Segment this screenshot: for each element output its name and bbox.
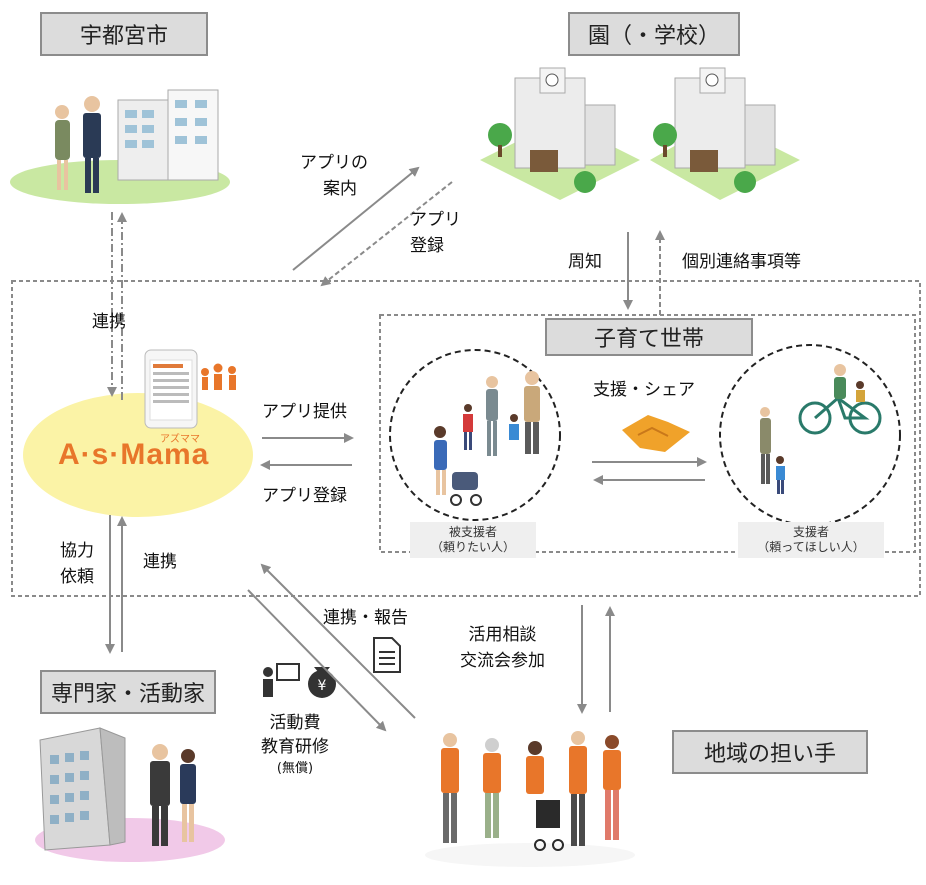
handshake-icon [622,415,690,452]
city-illustration [10,89,230,204]
supported-title: 被支援者 [448,525,497,539]
supporter-circle [719,344,901,526]
label-katsuyo-line1: 活用相談 [468,625,537,645]
household-frame [379,314,916,553]
label-app-reg-line2: 登録 [410,236,444,257]
asmama-logo-text: A·s·Mama [58,438,210,471]
experts-box: 専門家・活動家 [40,670,216,714]
label-renkei-report: 連携・報告 [323,608,408,628]
label-renkei-city: 連携 [92,312,126,332]
label-kyoryoku: 協力 依頼 [60,538,94,591]
asmama-logo-kana: アズママ [160,434,200,445]
svg-text:¥: ¥ [318,678,327,694]
school-illustration-1 [480,67,640,200]
expert-illustration [35,727,225,862]
label-app-intro-line1: アプリの [300,153,368,173]
label-notice: 周知 [568,252,602,272]
city-box: 宇都宮市 [40,12,208,56]
label-kyoryoku-line1: 協力 [60,541,94,561]
household-box: 子育て世帯 [545,318,753,356]
label-katsuyo: 活用相談 交流会参加 [460,622,545,675]
school-illustration-2 [650,67,800,200]
community-people [425,731,635,867]
label-app-intro-line2: 案内 [323,179,357,200]
supported-subtitle: （頼りたい人） [430,540,515,554]
label-katsuyo-line2: 交流会参加 [460,651,545,672]
supporter-people [760,364,882,494]
arrow-funding [247,589,387,732]
supported-caption: 被支援者 （頼りたい人） [410,522,536,558]
money-bag-icon: ¥ [308,667,336,698]
presenter-icon [263,663,300,697]
label-app-provide: アプリ提供 [262,402,347,422]
label-renkei-expert: 連携 [143,552,177,572]
label-funding-line2: 教育研修 [261,736,329,757]
label-funding-line1: 活動費 [269,713,321,733]
school-box: 園（・学校） [568,12,740,56]
label-app-reg-line1: アプリ [410,210,461,230]
supported-circle [389,349,561,521]
label-funding: 活動費 教育研修 (無償) [250,712,340,778]
asmama-logo: アズママ A·s·Mama [58,434,228,488]
supporter-caption: 支援者 （頼ってほしい人） [738,522,884,558]
label-kyoryoku-line2: 依頼 [60,567,94,588]
arrow-renkei-report [260,563,416,719]
supported-people [434,371,540,506]
supporter-title: 支援者 [792,525,829,539]
label-app-reg: アプリ 登録 [410,207,461,260]
label-support-share: 支援・シェア [593,380,695,400]
arrow-app-registration [320,181,453,287]
report-document-icon [373,637,401,673]
label-app-register: アプリ登録 [262,486,347,506]
label-app-intro: アプリの 案内 [300,150,368,203]
label-funding-line3: (無償) [276,760,314,776]
label-individual-contact: 個別連絡事項等 [682,252,801,272]
phone-illustration [144,349,198,429]
arrow-app-intro [292,166,420,271]
service-area-frame [11,280,921,597]
supporter-subtitle: （頼ってほしい人） [757,540,865,554]
family-icon [201,363,236,390]
community-box: 地域の担い手 [672,730,868,774]
